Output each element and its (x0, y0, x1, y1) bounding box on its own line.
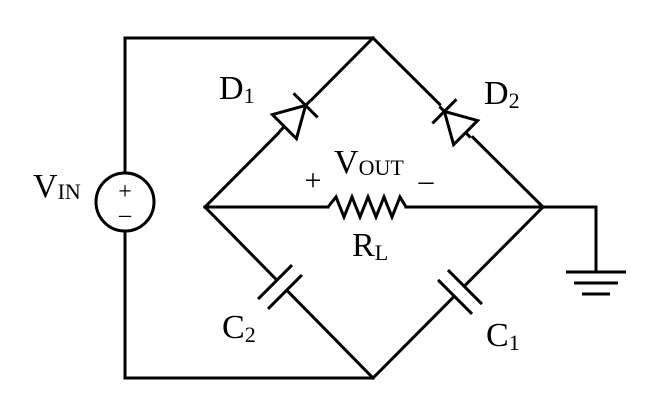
label-d2: D2 (484, 75, 520, 113)
resistor-rl (326, 192, 408, 222)
label-c2-sub: 2 (245, 322, 256, 347)
label-vout-sub: OUT (359, 155, 405, 180)
diode-d1 (263, 84, 327, 148)
label-vin: VIN (33, 168, 81, 205)
label-c2-main: C (222, 309, 245, 346)
label-vin-main: V (33, 168, 58, 205)
label-rl-main: R (352, 227, 375, 264)
label-d2-main: D (484, 75, 509, 112)
label-vout-plus: + (305, 164, 322, 197)
capacitor-c2 (255, 262, 305, 312)
label-rl-sub: L (375, 240, 388, 265)
wire-source-bottom (123, 230, 375, 380)
wire-source-top (123, 36, 375, 174)
label-d1: D1 (219, 70, 255, 108)
label-c2: C2 (222, 309, 256, 347)
label-d1-sub: 1 (244, 83, 255, 108)
voltage-source: + – (94, 171, 156, 233)
label-vout: VOUT (334, 144, 404, 181)
label-c1: C1 (486, 317, 520, 355)
label-vin-sub: IN (58, 179, 81, 204)
label-d2-sub: 2 (509, 88, 520, 113)
label-vout-minus: – (418, 164, 435, 197)
source-plus-sign: + (118, 179, 132, 205)
capacitor-c1 (435, 267, 485, 317)
label-c1-sub: 1 (509, 330, 520, 355)
wire-bottom-left (202, 204, 376, 381)
wire-ground (541, 205, 598, 274)
source-minus-sign: – (118, 202, 132, 228)
label-vout-main: V (334, 144, 359, 181)
label-d1-main: D (219, 70, 244, 107)
ground-icon (566, 270, 626, 296)
diode-d2 (423, 90, 487, 154)
label-rl: RL (352, 227, 388, 265)
label-c1-main: C (486, 317, 509, 354)
